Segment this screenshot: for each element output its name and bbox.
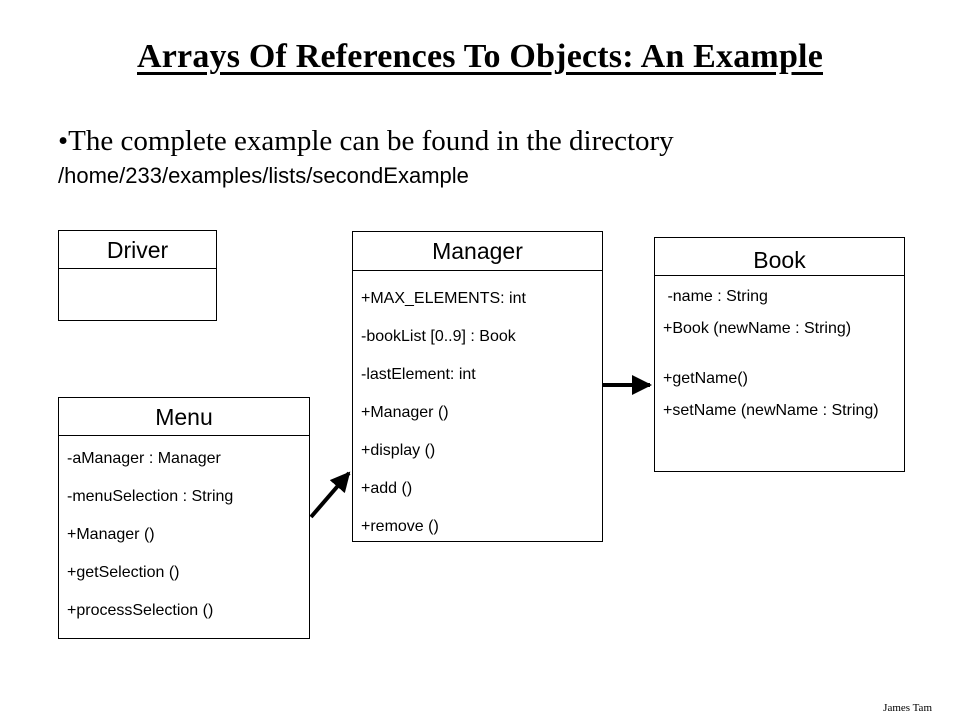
member: +add ()	[361, 480, 413, 497]
member: -menuSelection : String	[67, 488, 234, 505]
member: -name : String	[663, 288, 768, 305]
member: +processSelection ()	[67, 602, 214, 619]
class-name: Manager	[353, 232, 602, 271]
member: +getSelection ()	[67, 564, 180, 581]
member: +Book (newName : String)	[663, 320, 852, 337]
member: +setName (newName : String)	[663, 402, 879, 419]
class-members: -name : String +Book (newName : String) …	[655, 276, 904, 447]
class-driver: Driver	[58, 230, 217, 321]
member: -lastElement: int	[361, 366, 476, 383]
member: +Manager ()	[67, 526, 155, 543]
footer-author: James Tam	[883, 702, 932, 714]
class-name: Driver	[59, 231, 216, 269]
slide-title: Arrays Of References To Objects: An Exam…	[137, 38, 823, 75]
class-members: +MAX_ELEMENTS: int -bookList [0..9] : Bo…	[353, 271, 602, 555]
class-book: Book -name : String +Book (newName : Str…	[654, 237, 905, 472]
class-members: -aManager : Manager -menuSelection : Str…	[59, 436, 309, 639]
member: +getName()	[663, 370, 748, 387]
directory-path: /home/233/examples/lists/secondExample	[58, 163, 469, 188]
member: +display ()	[361, 442, 436, 459]
member: +Manager ()	[361, 404, 449, 421]
class-name: Book	[655, 238, 904, 276]
class-menu: Menu -aManager : Manager -menuSelection …	[58, 397, 310, 639]
association-arrow-menu-manager	[309, 471, 351, 519]
bullet-text: •The complete example can be found in th…	[58, 125, 674, 157]
member: -aManager : Manager	[67, 450, 221, 467]
member: +MAX_ELEMENTS: int	[361, 290, 526, 307]
class-manager: Manager +MAX_ELEMENTS: int -bookList [0.…	[352, 231, 603, 542]
member: +remove ()	[361, 518, 439, 535]
member: -bookList [0..9] : Book	[361, 328, 516, 345]
class-name: Menu	[59, 398, 309, 436]
